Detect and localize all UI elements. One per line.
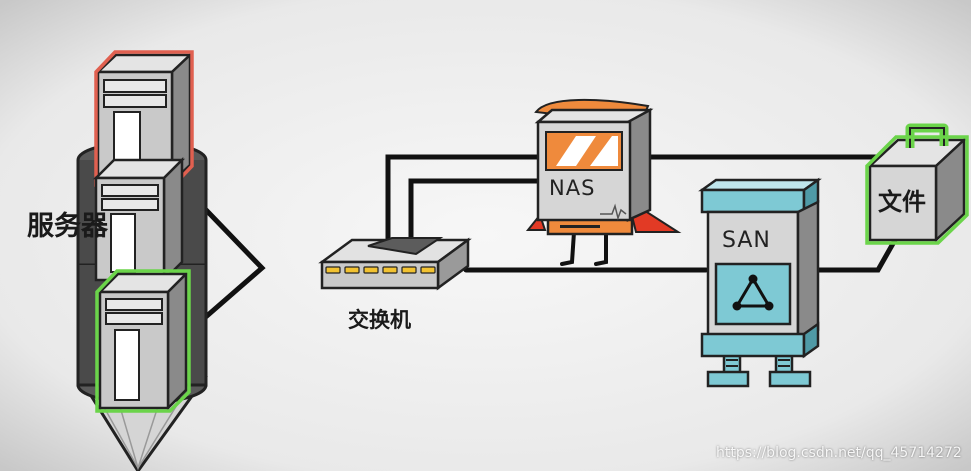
file-label: 文件 bbox=[878, 188, 926, 216]
server-bottom bbox=[95, 269, 191, 413]
nas-label: NAS bbox=[549, 176, 596, 200]
line-switch-nas-2 bbox=[408, 178, 543, 243]
nas-device-icon bbox=[525, 98, 682, 266]
switch-label: 交换机 bbox=[348, 308, 411, 332]
switch-leds bbox=[325, 266, 436, 274]
line-san-file bbox=[809, 237, 898, 273]
network-switch-icon bbox=[318, 237, 472, 291]
server-stack bbox=[76, 50, 208, 471]
network-triangle-icon bbox=[732, 274, 774, 311]
san-storage-icon bbox=[698, 177, 822, 388]
connection-lines bbox=[179, 154, 898, 338]
file-box-icon bbox=[865, 123, 969, 245]
line-switch-nas-1 bbox=[385, 154, 543, 243]
servers-label: 服务器 bbox=[27, 208, 108, 246]
san-label: SAN bbox=[722, 228, 771, 253]
server-middle bbox=[92, 156, 186, 284]
watermark: https://blog.csdn.net/qq_45714272 bbox=[716, 445, 962, 461]
